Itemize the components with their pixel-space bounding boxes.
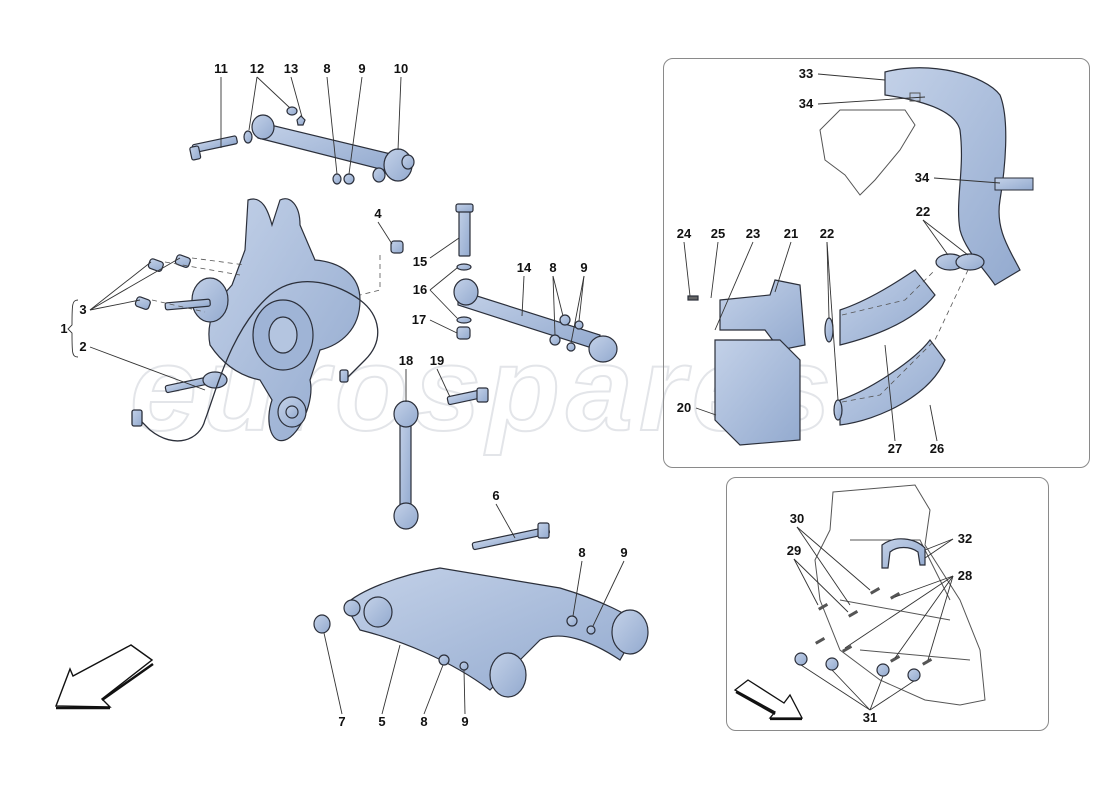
callout-18[interactable]: 18 bbox=[398, 353, 414, 368]
callout-9[interactable]: 9 bbox=[580, 260, 588, 275]
callout-9[interactable]: 9 bbox=[358, 61, 366, 76]
callout-24[interactable]: 24 bbox=[676, 226, 692, 241]
subframe-inset bbox=[726, 477, 1049, 731]
callout-27[interactable]: 27 bbox=[887, 441, 903, 456]
callout-22[interactable]: 22 bbox=[915, 204, 931, 219]
callout-29[interactable]: 29 bbox=[786, 543, 802, 558]
callout-28[interactable]: 28 bbox=[957, 568, 973, 583]
callout-15[interactable]: 15 bbox=[412, 254, 428, 269]
callout-30[interactable]: 30 bbox=[789, 511, 805, 526]
upper-link-assembly[interactable] bbox=[189, 106, 415, 185]
callout-32[interactable]: 32 bbox=[957, 531, 973, 546]
air-duct-assembly[interactable] bbox=[687, 67, 1021, 446]
subframe-hardware[interactable] bbox=[794, 538, 933, 682]
inset-direction-arrow bbox=[733, 679, 804, 721]
dashed-assembly-lines bbox=[151, 255, 969, 403]
subframe-outline bbox=[814, 484, 986, 706]
callout-22[interactable]: 22 bbox=[819, 226, 835, 241]
callout-11[interactable]: 11 bbox=[214, 61, 228, 76]
callout-10[interactable]: 10 bbox=[393, 61, 409, 76]
callout-12[interactable]: 12 bbox=[249, 61, 265, 76]
abs-sensor-cable bbox=[131, 281, 379, 442]
callout-4[interactable]: 4 bbox=[374, 206, 382, 221]
callout-8[interactable]: 8 bbox=[549, 260, 557, 275]
vertical-link-assembly[interactable] bbox=[393, 387, 489, 530]
callout-33[interactable]: 33 bbox=[798, 66, 814, 81]
callout-8[interactable]: 8 bbox=[578, 545, 586, 560]
callout-9[interactable]: 9 bbox=[620, 545, 628, 560]
callout-31[interactable]: 31 bbox=[862, 710, 878, 725]
callout-13[interactable]: 13 bbox=[283, 61, 299, 76]
callout-14[interactable]: 14 bbox=[516, 260, 532, 275]
air-duct-inset bbox=[663, 58, 1090, 468]
leader-lines bbox=[67, 73, 1001, 715]
callout-17[interactable]: 17 bbox=[411, 312, 427, 327]
lower-control-arm-assembly[interactable] bbox=[313, 522, 649, 698]
callout-2[interactable]: 2 bbox=[79, 339, 87, 354]
callout-26[interactable]: 26 bbox=[929, 441, 945, 456]
callout-25[interactable]: 25 bbox=[710, 226, 726, 241]
callout-21[interactable]: 21 bbox=[783, 226, 799, 241]
callout-3[interactable]: 3 bbox=[79, 302, 87, 317]
callout-34[interactable]: 34 bbox=[798, 96, 814, 111]
callout-7[interactable]: 7 bbox=[338, 714, 346, 729]
callout-6[interactable]: 6 bbox=[492, 488, 500, 503]
toe-link-assembly[interactable] bbox=[453, 203, 618, 363]
callout-9[interactable]: 9 bbox=[461, 714, 469, 729]
callout-34[interactable]: 34 bbox=[914, 170, 930, 185]
callout-20[interactable]: 20 bbox=[676, 400, 692, 415]
hub-carrier-assembly[interactable] bbox=[134, 198, 404, 442]
main-direction-arrow bbox=[54, 644, 154, 710]
callout-8[interactable]: 8 bbox=[420, 714, 428, 729]
callout-16[interactable]: 16 bbox=[412, 282, 428, 297]
callout-8[interactable]: 8 bbox=[323, 61, 331, 76]
callout-5[interactable]: 5 bbox=[378, 714, 386, 729]
callout-19[interactable]: 19 bbox=[429, 353, 445, 368]
callout-1[interactable]: 1 bbox=[60, 321, 68, 336]
callout-23[interactable]: 23 bbox=[745, 226, 761, 241]
